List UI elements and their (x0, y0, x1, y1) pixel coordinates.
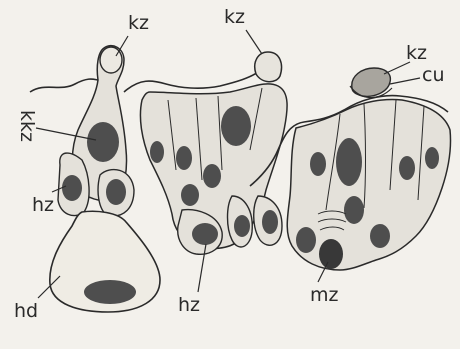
label-kz-top-left: kz (128, 14, 149, 33)
label-kz-top-center: kz (224, 8, 245, 27)
nucleus-kkz (87, 122, 119, 162)
nucleus-center-1 (150, 141, 164, 163)
nucleus-right-2 (399, 156, 415, 180)
nucleus-hz-bottom (192, 223, 218, 245)
nucleus-right-4 (344, 196, 364, 224)
nucleus-right-large (336, 138, 362, 186)
label-cu: cu (422, 66, 445, 85)
nucleus-hanging-2 (262, 210, 278, 234)
nucleus-right-1 (310, 152, 326, 176)
nucleus-hz-left (62, 175, 82, 201)
nucleus-center-4 (181, 184, 199, 206)
label-kkz: kkz (17, 110, 36, 142)
nucleus-center-2 (176, 146, 192, 170)
label-mz: mz (310, 286, 338, 305)
nucleus-right-6 (370, 224, 390, 248)
label-kz-top-right: kz (406, 44, 427, 63)
nucleus-right-3 (425, 147, 439, 169)
label-hd: hd (14, 302, 38, 321)
nucleus-mz (319, 239, 343, 269)
center-knob-kz (255, 52, 282, 82)
nucleus-center-3 (203, 164, 221, 188)
label-hz-bottom: hz (178, 296, 200, 315)
nucleus-hanging-1 (234, 215, 250, 237)
nucleus-right-5 (296, 227, 316, 253)
nucleus-left-middle (106, 179, 126, 205)
nucleus-center-large (221, 106, 251, 146)
nucleus-hd (84, 280, 136, 304)
label-hz-left: hz (32, 196, 54, 215)
